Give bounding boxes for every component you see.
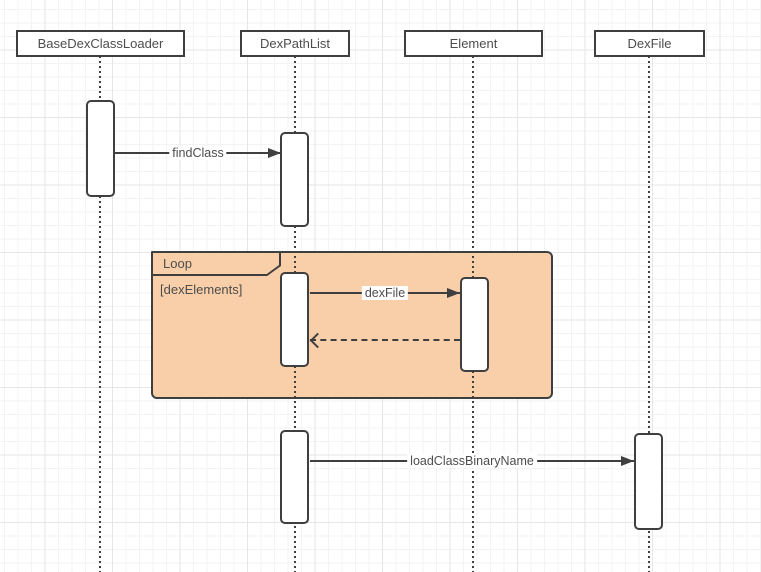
- loop-guard-label[interactable]: [dexElements]: [160, 282, 243, 297]
- activation-bar-basedexclassloader[interactable]: [86, 100, 115, 197]
- participant-basedexclassloader[interactable]: BaseDexClassLoader: [16, 30, 185, 57]
- activation-bar-element[interactable]: [460, 277, 489, 372]
- participant-label: DexFile: [627, 36, 672, 51]
- activation-bar-dexpathlist-loop[interactable]: [280, 272, 309, 367]
- participant-dexpathlist[interactable]: DexPathList: [240, 30, 350, 57]
- activation-bar-dexpathlist-bottom[interactable]: [280, 430, 309, 524]
- participant-dexfile[interactable]: DexFile: [594, 30, 705, 57]
- arrowhead-icon: [447, 288, 460, 298]
- message-label[interactable]: dexFile: [361, 286, 409, 300]
- activation-bar-dexfile[interactable]: [634, 433, 663, 530]
- arrowhead-icon: [621, 456, 634, 466]
- message-label[interactable]: findClass: [169, 146, 227, 160]
- participant-label: BaseDexClassLoader: [37, 36, 164, 51]
- participant-label: Element: [449, 36, 498, 51]
- loop-fragment-tab[interactable]: Loop: [151, 251, 281, 276]
- loop-tab-shape: [151, 251, 281, 276]
- participant-label: DexPathList: [259, 36, 331, 51]
- message-label[interactable]: loadClassBinaryName: [407, 454, 537, 468]
- activation-bar-dexpathlist-findclass[interactable]: [280, 132, 309, 227]
- loop-operator-label: Loop: [163, 256, 192, 271]
- lifeline-dexfile[interactable]: [648, 56, 650, 572]
- participant-element[interactable]: Element: [404, 30, 543, 57]
- message-line: [310, 339, 460, 341]
- arrowhead-icon: [268, 148, 281, 158]
- lifeline-basedexclassloader[interactable]: [99, 56, 101, 572]
